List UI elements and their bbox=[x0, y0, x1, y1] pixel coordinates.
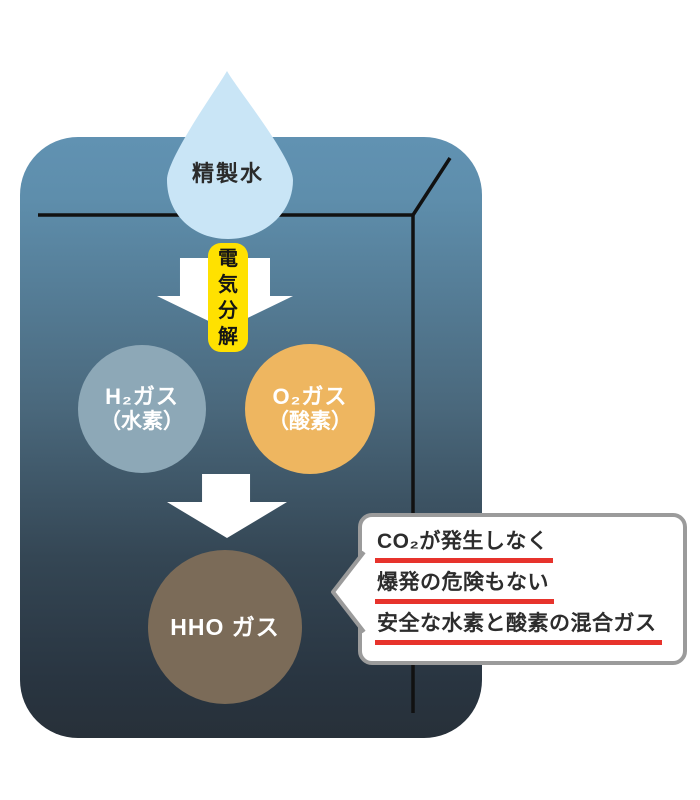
hho-gas-label: HHO ガス bbox=[170, 614, 280, 640]
callout-line: 爆発の危険もない bbox=[375, 569, 554, 604]
o2-gas-title: O₂ガス bbox=[272, 384, 348, 409]
h2-gas-subtitle: （水素） bbox=[100, 410, 184, 433]
electrolysis-badge: 電 気 分 解 bbox=[208, 243, 248, 352]
water-drop-label: 精製水 bbox=[191, 161, 264, 186]
electrolysis-char: 分 bbox=[218, 299, 238, 322]
electrolysis-char: 解 bbox=[218, 325, 238, 348]
callout-line: CO₂が発生しなく bbox=[375, 528, 554, 563]
electrolysis-char: 気 bbox=[218, 273, 238, 296]
hho-gas-circle: HHO ガス bbox=[148, 550, 302, 704]
callout-bubble: CO₂が発生しなく 爆発の危険もない 安全な水素と酸素の混合ガス bbox=[358, 513, 687, 665]
o2-gas-circle: O₂ガス （酸素） bbox=[245, 344, 375, 474]
callout-line: 安全な水素と酸素の混合ガス bbox=[375, 610, 662, 645]
h2-gas-title: H₂ガス bbox=[105, 384, 179, 409]
h2-gas-circle: H₂ガス （水素） bbox=[78, 345, 206, 473]
electrolysis-char: 電 bbox=[218, 247, 238, 270]
o2-gas-subtitle: （酸素） bbox=[268, 410, 352, 433]
